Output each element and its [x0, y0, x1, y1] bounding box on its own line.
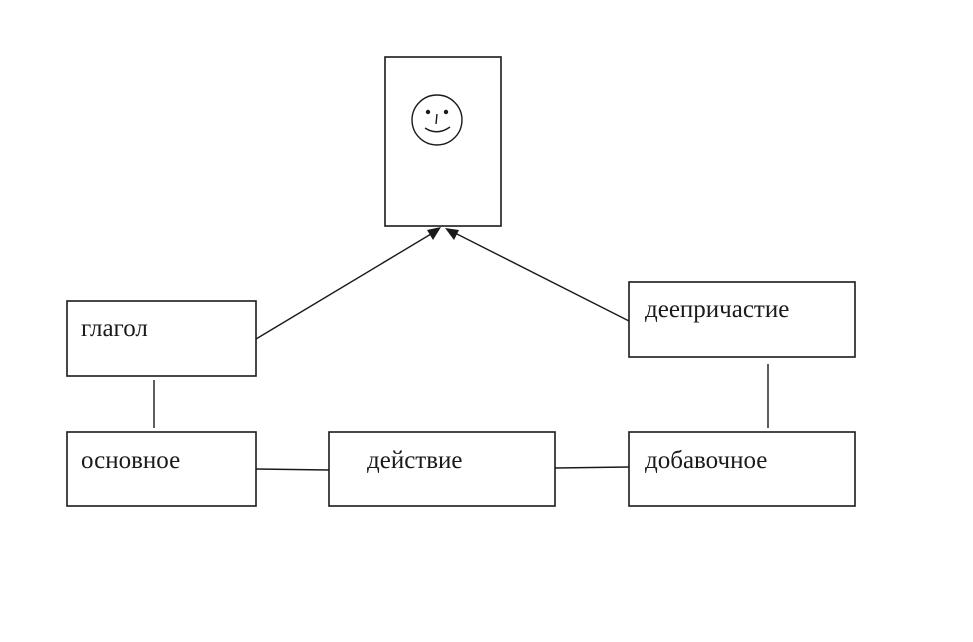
additional-box: [628, 431, 856, 507]
verb-box: [66, 300, 257, 377]
connectors: [153, 227, 769, 471]
node-gerund: деепричастие: [628, 281, 856, 358]
line-main-to-action: [255, 468, 330, 471]
arrow-gerund-to-subject: [450, 230, 630, 322]
node-verb: глагол: [66, 300, 257, 377]
action-box: [328, 431, 556, 507]
arrowhead-verb-to-subject: [427, 227, 441, 240]
subject-box: [384, 56, 502, 227]
additional-label: добавочное: [645, 447, 767, 474]
gerund-box: [628, 281, 856, 358]
arrowhead-gerund-to-subject: [445, 228, 459, 240]
main-box: [66, 431, 257, 507]
node-main: основное: [66, 431, 257, 507]
node-action: действие: [328, 431, 556, 507]
action-label: действие: [367, 447, 463, 474]
smiley-face-icon: [411, 94, 463, 146]
arrow-verb-to-subject: [255, 230, 437, 340]
node-subject: [384, 56, 502, 227]
node-additional: добавочное: [628, 431, 856, 507]
verb-label: глагол: [81, 315, 148, 342]
line-action-to-additional: [554, 466, 630, 469]
gerund-label: деепричастие: [645, 296, 789, 323]
main-label: основное: [81, 447, 180, 474]
